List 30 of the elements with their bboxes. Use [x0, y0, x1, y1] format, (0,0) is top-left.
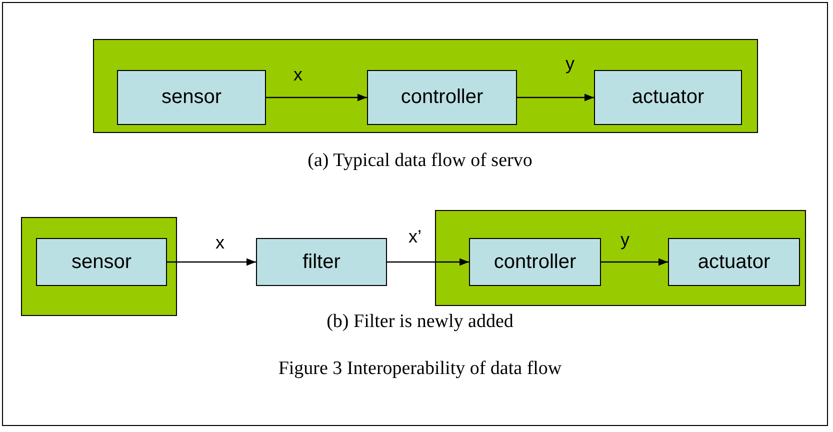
arrow: [266, 94, 367, 102]
group-box: [21, 217, 177, 316]
edge-label: x’: [408, 226, 422, 248]
process-box: [469, 238, 601, 286]
process-box: [367, 70, 517, 125]
process-box: [668, 238, 800, 286]
group-box: [435, 210, 806, 306]
edge-label: y: [566, 54, 574, 74]
caption: (a) Typical data flow of servo: [308, 150, 532, 172]
arrow: [387, 258, 469, 266]
arrow: [167, 258, 256, 266]
caption: (b) Filter is newly added: [326, 311, 514, 333]
process-box: [117, 70, 266, 125]
box-label: controller: [494, 250, 576, 274]
process-box: [594, 70, 742, 125]
box-label: sensor: [161, 86, 222, 109]
box-label: actuator: [632, 86, 704, 109]
edge-label: x: [216, 232, 224, 254]
process-box: [36, 238, 167, 286]
box-label: actuator: [698, 250, 770, 274]
arrow: [601, 258, 668, 266]
box-label: filter: [302, 250, 340, 274]
group-box: [93, 39, 758, 133]
arrow: [517, 94, 594, 102]
process-box: [256, 238, 387, 286]
box-label: sensor: [71, 250, 132, 274]
edge-label: y: [620, 230, 630, 250]
box-label: controller: [400, 86, 484, 109]
edge-label: x: [294, 64, 302, 86]
caption: Figure 3 Interoperability of data flow: [278, 358, 562, 380]
